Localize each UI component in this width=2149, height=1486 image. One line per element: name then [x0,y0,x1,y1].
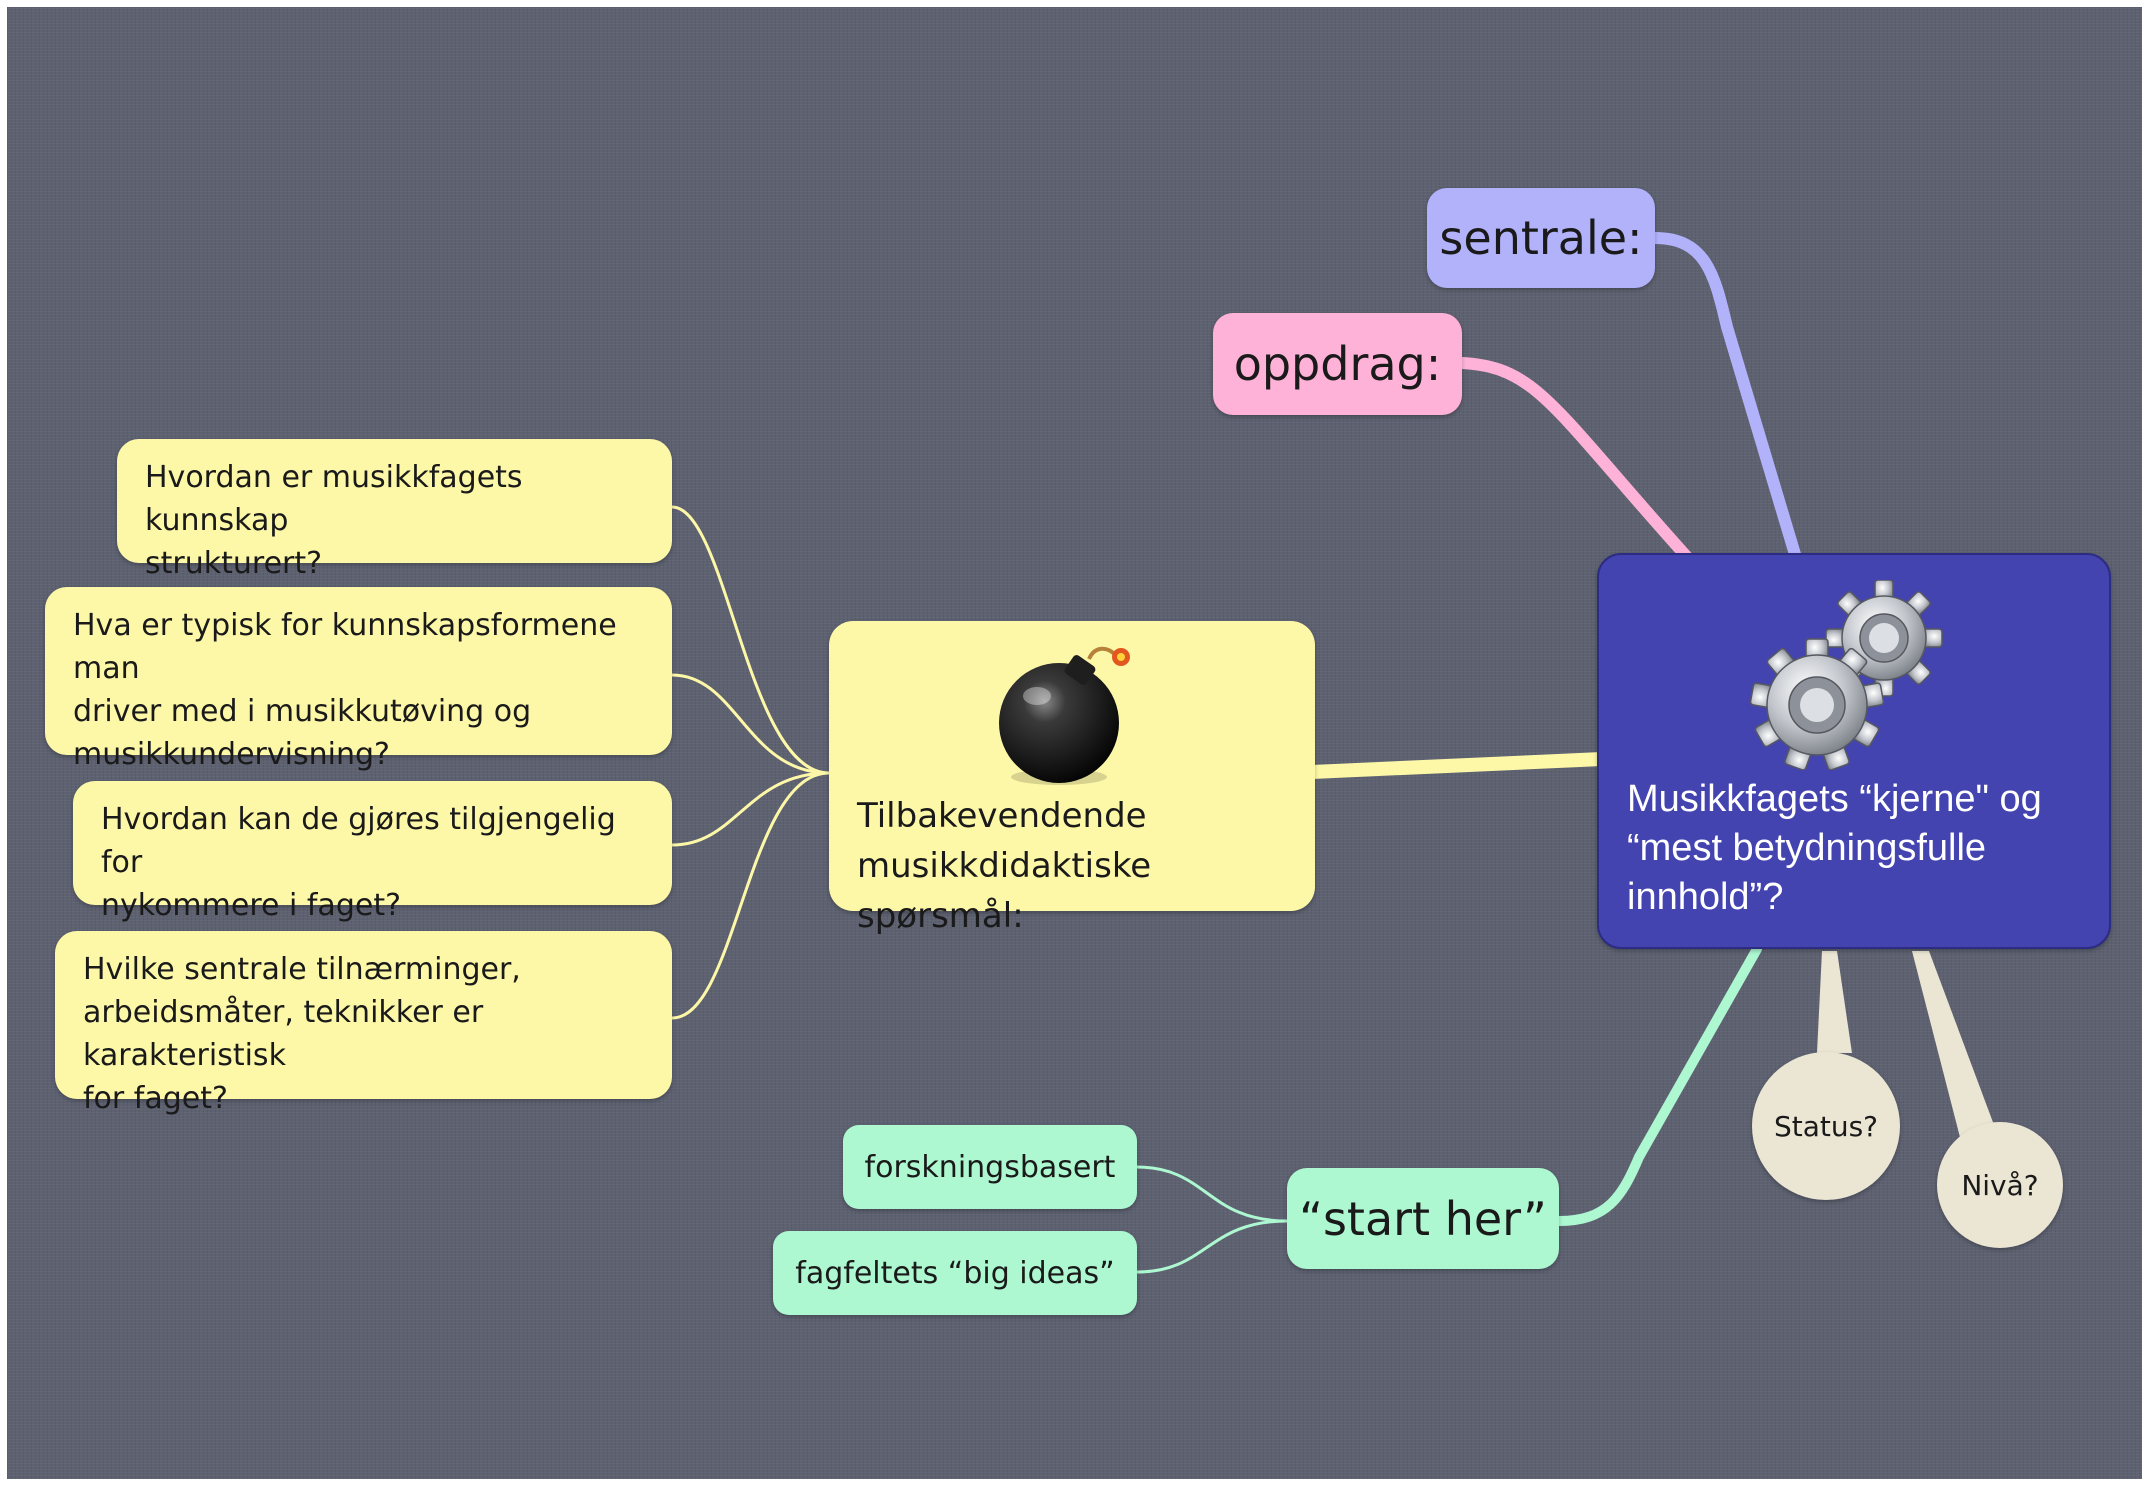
callout-niva[interactable]: Nivå? [1937,1122,2063,1248]
gears-icon [1749,580,1943,770]
large-gear [1749,638,1885,770]
question-item[interactable]: Hvordan er musikkfagets kunnskap struktu… [117,439,672,581]
connector-start-her [1554,944,1762,1226]
topic-sentrale[interactable]: sentrale: [1427,188,1655,288]
connector-sentrale [1649,232,1803,567]
topic-sentrale-label: sentrale: [1439,211,1643,265]
bomb-icon [999,646,1130,785]
topic-questions[interactable]: Tilbakevendende musikkdidaktiske spørsmå… [829,621,1315,936]
question-label: Hvordan er musikkfagets kunnskap struktu… [145,460,523,581]
question-label: Hvilke sentrale tilnærminger, arbeidsmåt… [83,952,521,1116]
topic-start-her[interactable]: “start her” [1287,1168,1559,1269]
start-her-connectors [1136,1165,1288,1274]
start-child-item[interactable]: fagfeltets “big ideas” [773,1231,1137,1315]
question-label: Hva er typisk for kunnskapsformene man d… [73,608,617,772]
start-child-label: forskningsbasert [864,1149,1116,1185]
start-child-label: fagfeltets “big ideas” [795,1255,1115,1291]
connector-oppdrag [1456,357,1693,563]
topic-start-her-label: “start her” [1299,1191,1547,1246]
start-child-item[interactable]: forskningsbasert [843,1125,1137,1209]
question-item[interactable]: Hva er typisk for kunnskapsformene man d… [45,587,672,772]
callout-pointer-niva [1912,951,1997,1145]
question-label: Hvordan kan de gjøres tilgjengelig for n… [101,802,616,923]
topic-questions-label: Tilbakevendende musikkdidaktiske spørsmå… [857,796,1152,936]
callout-status[interactable]: Status? [1752,1052,1900,1200]
topic-oppdrag[interactable]: oppdrag: [1213,313,1462,415]
connector-lines [671,232,1997,1274]
mind-map-canvas: sentrale: oppdrag: Tilbakevendende musik… [7,7,2142,1479]
question-item[interactable]: Hvilke sentrale tilnærminger, arbeidsmåt… [55,931,672,1116]
connector-questions [1311,752,1603,779]
question-connectors [671,505,830,1020]
callout-status-label: Status? [1773,1109,1879,1143]
central-topic-label: Musikkfagets “kjerne" og “mest betydning… [1627,778,2042,918]
topic-oppdrag-label: oppdrag: [1233,337,1442,391]
central-topic[interactable]: Musikkfagets “kjerne" og “mest betydning… [1597,553,2111,949]
callout-niva-label: Nivå? [1961,1168,2039,1202]
question-item[interactable]: Hvordan kan de gjøres tilgjengelig for n… [73,781,672,923]
callout-pointer-status [1817,951,1852,1053]
